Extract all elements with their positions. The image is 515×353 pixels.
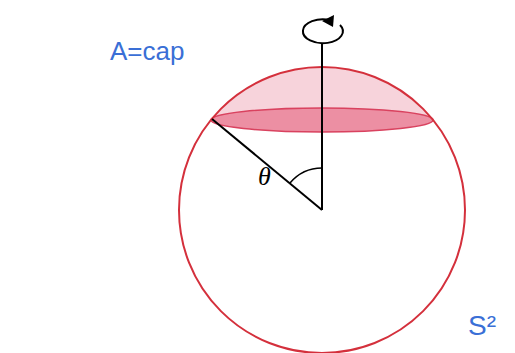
rotation-axis xyxy=(321,44,323,210)
rotation-circle xyxy=(303,19,343,43)
radius-line xyxy=(212,119,322,210)
sphere-label: S² xyxy=(468,312,496,340)
angle-label: θ xyxy=(258,164,271,190)
rotation-arrowhead xyxy=(322,15,334,27)
cap-label: A=cap xyxy=(110,38,184,64)
angle-arc xyxy=(290,168,322,183)
